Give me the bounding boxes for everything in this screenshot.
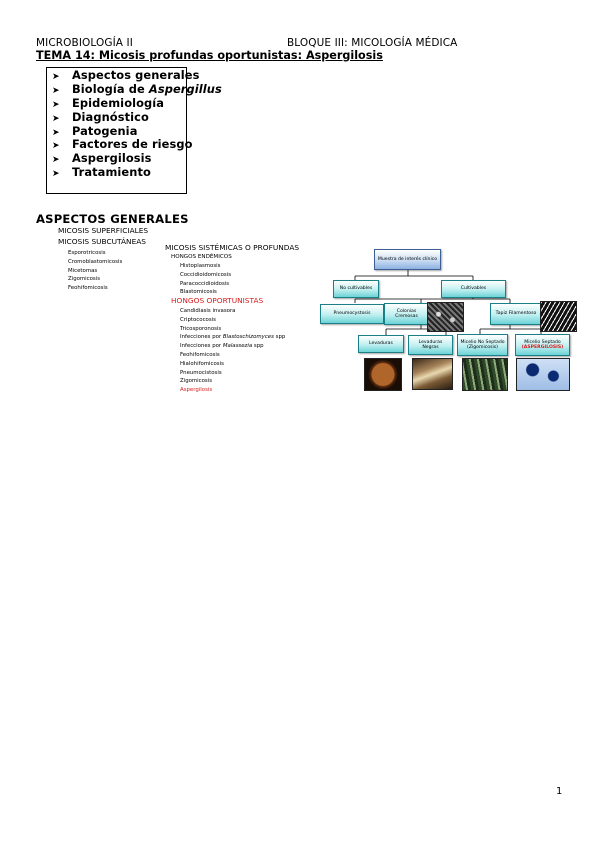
page-number: 1 bbox=[556, 786, 563, 797]
page-title: TEMA 14: Micosis profundas oportunistas:… bbox=[36, 49, 383, 62]
tree-node-cultivables: Cultivables bbox=[441, 280, 506, 298]
toc-list: ➤ Aspectos generales ➤ Biología de Aspergi… bbox=[52, 68, 222, 180]
toc-item-label: Aspergilosis bbox=[72, 151, 152, 166]
list-item-italic: Malassezia bbox=[222, 343, 253, 350]
arrow-bullet-icon: ➤ bbox=[52, 113, 60, 124]
hongos-oportunistas: HONGOS OPORTUNISTAS bbox=[171, 296, 264, 305]
toc-item: ➤ Biología de Aspergillus bbox=[52, 81, 222, 97]
endemicos-list: Histoplasmosis Coccidioidomicosis Paraco… bbox=[180, 262, 231, 297]
micosis-subcutaneas: MICOSIS SUBCUTÁNEAS bbox=[58, 237, 146, 246]
arrow-bullet-icon: ➤ bbox=[52, 141, 60, 152]
list-item: Tricosporonosis bbox=[180, 325, 222, 332]
list-item: Feohifomicosis bbox=[68, 285, 108, 292]
black-yeast-image bbox=[412, 358, 453, 390]
arrow-bullet-icon: ➤ bbox=[52, 85, 60, 96]
toc-item-label: Patogenia bbox=[72, 123, 138, 138]
arrow-bullet-icon: ➤ bbox=[52, 127, 60, 138]
list-item: Zigomicosis bbox=[180, 378, 213, 385]
list-item-italic: Blastoschizomyces bbox=[222, 334, 274, 341]
tree-node-micelio-no-septado: Micelio No Septado (Zigomicosis) bbox=[457, 334, 508, 356]
toc-item-italic: Aspergillus bbox=[148, 81, 222, 96]
aspergillus-image bbox=[516, 358, 570, 391]
list-item: Esporotricosis bbox=[68, 250, 106, 256]
toc-item: ➤ Factores de riesgo bbox=[52, 138, 222, 152]
arrow-bullet-icon: ➤ bbox=[52, 99, 60, 110]
yeast-culture-image bbox=[364, 358, 402, 391]
list-item: Cromoblastomicosis bbox=[68, 258, 123, 265]
toc-item: ➤ Epidemiología bbox=[52, 95, 222, 111]
toc-box bbox=[46, 67, 187, 194]
toc-item-label: Factores de riesgo bbox=[72, 137, 193, 152]
list-item: Coccidioidomicosis bbox=[180, 271, 232, 278]
tree-node-colonias-cremosas: Colonias Cremosas bbox=[384, 303, 429, 325]
tree-node-micelio-septado: Micelio Septado (ASPERGILOSIS) bbox=[515, 334, 570, 356]
list-item: Infecciones por Blastoschizomyces spp bbox=[180, 333, 285, 342]
arrow-bullet-icon: ➤ bbox=[52, 169, 60, 180]
list-item: Zigomicosis bbox=[68, 276, 101, 283]
list-item-text: spp bbox=[273, 334, 286, 341]
tree-node-tapiz-filamentoso: Tapiz Filamentoso bbox=[490, 303, 542, 325]
toc-item-label: Epidemiología bbox=[72, 95, 165, 110]
hyphae-image bbox=[540, 301, 577, 332]
tree-node-label: Micelio No Septado bbox=[460, 339, 505, 345]
list-item: Infecciones por Malassezia spp bbox=[180, 342, 285, 351]
toc-item: ➤ Aspergilosis bbox=[52, 151, 222, 166]
list-item: Blastomicosis bbox=[180, 289, 217, 296]
toc-item: ➤ Aspectos generales bbox=[52, 68, 222, 83]
list-item-text: Infecciones por bbox=[180, 334, 223, 341]
list-item: Criptococosis bbox=[180, 316, 216, 323]
oportunistas-list: Candidiasis invasora Criptococosis Trico… bbox=[180, 307, 285, 395]
list-item-text: Infecciones por bbox=[180, 343, 223, 350]
toc-item: ➤ Tratamiento bbox=[52, 165, 222, 180]
list-item: Feohifomicosis bbox=[180, 351, 220, 358]
list-item: Micetomas bbox=[68, 267, 98, 274]
section-heading: ASPECTOS GENERALES bbox=[36, 212, 189, 226]
header-course: MICROBIOLOGÍA II bbox=[36, 37, 133, 49]
list-item: Candidiasis invasora bbox=[180, 308, 236, 314]
list-item: Pneumocistosis bbox=[180, 369, 222, 376]
tree-node-no-cultivables: No cultivables bbox=[333, 280, 379, 298]
microscopy-image bbox=[427, 302, 464, 332]
arrow-bullet-icon: ➤ bbox=[52, 155, 60, 166]
list-item-text: spp bbox=[252, 343, 264, 350]
hongos-endemicos: HONGOS ENDÉMICOS bbox=[171, 254, 232, 260]
list-item: Histoplasmosis bbox=[180, 263, 221, 269]
tree-node-root: Muestra de interés clínico bbox=[374, 249, 441, 270]
micosis-sistemicas: MICOSIS SISTÉMICAS O PROFUNDAS bbox=[165, 243, 300, 252]
tree-node-levaduras: Levaduras bbox=[358, 335, 404, 353]
toc-item-label: Diagnóstico bbox=[72, 109, 149, 124]
subcutaneas-list: Esporotricosis Cromoblastomicosis Miceto… bbox=[68, 249, 122, 293]
list-item: Hialohifomicosis bbox=[180, 360, 224, 367]
list-item: Paracoccidioidosis bbox=[180, 280, 230, 287]
tree-node-sublabel-aspergilosis: (ASPERGILOSIS) bbox=[521, 345, 564, 350]
arrow-bullet-icon: ➤ bbox=[52, 72, 60, 82]
toc-item-label: Biología de bbox=[72, 81, 149, 96]
list-item-aspergilosis: Aspergilosis bbox=[180, 387, 213, 394]
zygomycete-image bbox=[462, 358, 508, 391]
tree-node-pneumocystosis: Pneumocystosis bbox=[320, 304, 384, 324]
header-block: BLOQUE III: MICOLOGÍA MÉDICA bbox=[287, 37, 458, 49]
toc-item-label: Aspectos generales bbox=[72, 68, 200, 82]
tree-node-label: Micelio Septado bbox=[524, 339, 561, 345]
toc-item-label: Tratamiento bbox=[72, 165, 151, 180]
micosis-superficiales: MICOSIS SUPERFICIALES bbox=[58, 226, 149, 235]
toc-item: ➤ Diagnóstico bbox=[52, 109, 222, 125]
tree-node-levaduras-negras: Levaduras Negras bbox=[408, 335, 453, 355]
toc-item: ➤ Patogenia bbox=[52, 123, 222, 139]
tree-node-sublabel: (Zigomicosis) bbox=[467, 345, 498, 350]
